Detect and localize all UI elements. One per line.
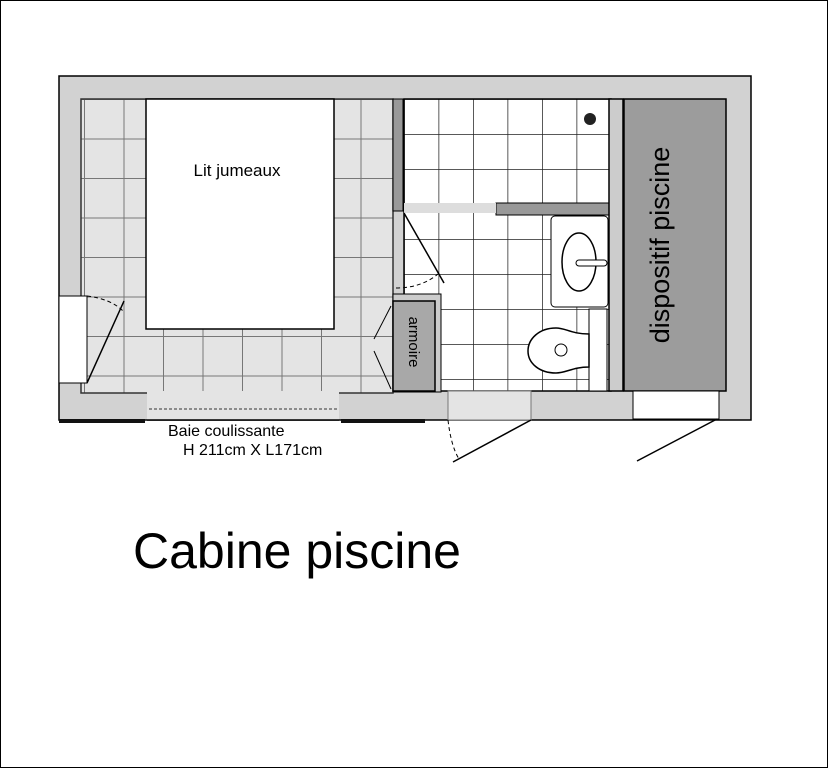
wall-mark xyxy=(59,419,145,423)
shower-threshold xyxy=(404,203,496,213)
window-door xyxy=(86,300,125,384)
wardrobe-door xyxy=(373,305,392,340)
door-swing-arc xyxy=(395,273,439,289)
door-swing-arc xyxy=(86,295,124,312)
door-swing-arc xyxy=(447,419,460,460)
pool-device-label: dispositif piscine xyxy=(645,147,675,344)
left-window xyxy=(58,295,88,384)
bathroom-door xyxy=(452,419,532,463)
shower-drain-icon xyxy=(584,113,596,125)
pool-device-wall xyxy=(608,98,624,392)
toilet-tank xyxy=(588,308,608,392)
wardrobe-door xyxy=(373,350,392,390)
sliding-door-opening xyxy=(147,391,339,420)
twin-bed xyxy=(145,98,335,330)
pool-device-door-opening xyxy=(632,390,720,420)
plan-title: Cabine piscine xyxy=(133,523,461,579)
pool-device xyxy=(623,98,727,392)
pool-device-door xyxy=(636,418,718,462)
partition-wall xyxy=(392,98,404,212)
wardrobe-label: armoire xyxy=(405,317,422,368)
sliding-door-label: Baie coulissante xyxy=(168,423,285,440)
bed-label: Lit jumeaux xyxy=(194,161,281,180)
toilet-hole-icon xyxy=(554,343,568,357)
shower-partition xyxy=(495,202,612,216)
bathroom-inner-door xyxy=(403,212,445,284)
faucet-icon xyxy=(575,259,608,267)
wardrobe xyxy=(392,300,436,392)
wall-mark xyxy=(341,419,425,423)
sliding-door-size: H 211cm X L171cm xyxy=(183,442,322,459)
bathroom-door-opening xyxy=(447,390,532,421)
